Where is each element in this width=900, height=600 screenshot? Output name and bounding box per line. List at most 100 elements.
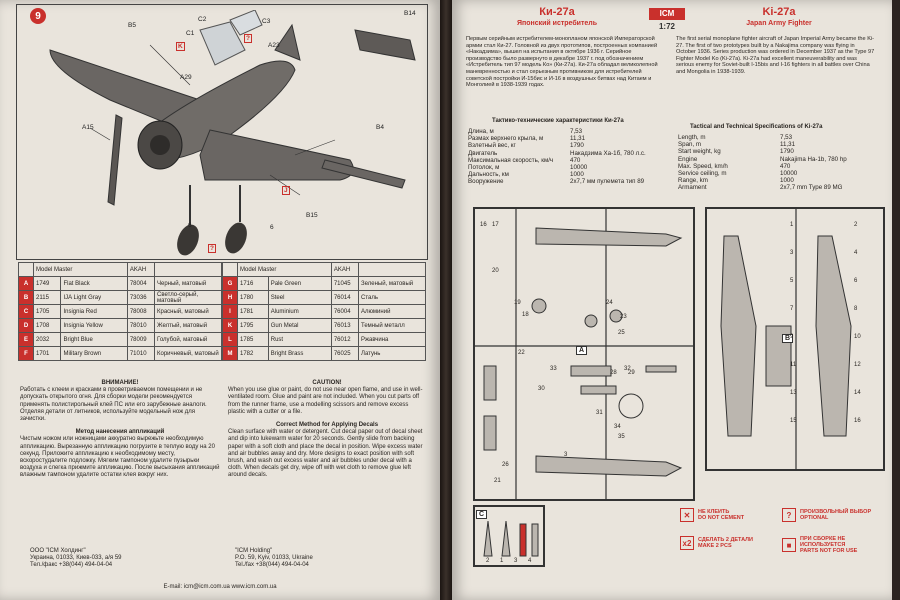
spec-name: Armament: [678, 184, 707, 192]
paint-name-ru: Алюминий: [358, 304, 426, 319]
spec-value: 11,31: [780, 141, 796, 149]
paint-code: C: [18, 304, 34, 319]
sprue-part-number: 34: [614, 424, 621, 430]
sprue-part-number: 3: [564, 452, 568, 458]
paint-akah-number: 71010: [126, 346, 156, 361]
sprue-part-number: 19: [514, 300, 521, 306]
sprue-part-number: 15: [790, 418, 797, 424]
propeller: [107, 114, 123, 206]
ru-intro: Первым серийным истребителем-монопланом …: [466, 36, 658, 89]
paint-name: Aluminium: [267, 304, 332, 319]
legend-text-ru: СДЕЛАТЬ 2 ДЕТАЛИ: [698, 537, 753, 543]
legend-symbol-icon: x2: [680, 536, 694, 550]
paint-name-ru: Красный, матовый: [154, 304, 222, 319]
sprue-part-number: 25: [618, 330, 625, 336]
spec-name: Service ceiling, m: [678, 170, 727, 178]
footer-email: E-mail: icm@icm.com.ua www.icm.com.ua: [163, 584, 277, 590]
part-label: B5: [128, 22, 136, 29]
sprue-part-number: 20: [492, 268, 499, 274]
sprue-part-number: 31: [596, 410, 603, 416]
legend-symbol-icon: ✕: [680, 508, 694, 522]
sprue-part-number: 18: [522, 312, 529, 318]
paint-code: D: [18, 318, 34, 333]
en-decal-title: Correct Method for Applying Decals: [275, 422, 379, 429]
paint-name-ru: Латунь: [358, 346, 426, 361]
en-caution-title: CAUTION!: [312, 380, 342, 386]
spec-value: 11,31: [570, 135, 586, 143]
paint-mm-number: 1705: [32, 304, 62, 319]
legend-text-ru: ПРИ СБОРКЕ НЕ ИСПОЛЬЗУЕТСЯ: [800, 536, 846, 548]
wheel: [177, 224, 199, 256]
paint-akah-number: 71045: [330, 276, 360, 291]
sprue-part-number: 3: [790, 250, 794, 256]
paint-name: Rust: [267, 332, 332, 347]
paint-code: A: [18, 276, 34, 291]
sprue-part-number: 29: [628, 370, 635, 376]
header-akah: AKAH: [126, 262, 156, 277]
sprue-part-number: 14: [854, 390, 861, 396]
sprue-part-number: 2: [486, 558, 490, 564]
paint-name-ru: Темный металл: [358, 318, 426, 333]
spec-row: Engine Nakajima Ha-1b, 780 hp: [676, 156, 849, 163]
tail-fin: [274, 23, 301, 61]
paint-akah-number: 78008: [126, 304, 156, 319]
fuselage-half-a: [535, 227, 683, 247]
ru-decal-text: Чистым ножом или ножницами аккуратно выр…: [20, 436, 220, 479]
sprue-part-number: 10: [854, 334, 861, 340]
paint-code: K: [222, 318, 238, 333]
paint-name-ru: Ржавчина: [358, 332, 426, 347]
spec-name: Двигатель: [468, 149, 498, 157]
ru-instructions: ВНИМАНИЕ! Работать с клеем и красками в …: [20, 380, 220, 480]
sprue-part-number: 8: [854, 306, 858, 312]
sprue-part-number: 2: [854, 222, 858, 228]
canopy-part: [199, 21, 246, 66]
paint-table-header: Model Master AKAH: [222, 262, 426, 277]
spec-name: Span, m: [678, 141, 702, 149]
sprue-part-number: 5: [790, 278, 794, 284]
spec-value: Nakajima Ha-1b, 780 hp: [780, 155, 847, 163]
sprue-part-number: 24: [606, 300, 613, 306]
sprue-part-number: 4: [528, 558, 532, 564]
spec-value: 1790: [570, 142, 584, 150]
right-wing: [199, 129, 354, 181]
en-specs-title: Tactical and Technical Specifications of…: [690, 124, 823, 130]
paint-name: Insignia Yellow: [60, 318, 128, 333]
paint-name-ru: Зеленый, матовый: [358, 276, 426, 291]
scale-label: 1:72: [658, 22, 675, 31]
paint-mm-number: 1701: [32, 346, 62, 361]
sprue-part-number: 28: [610, 370, 617, 376]
sprue-part-number: 9: [790, 334, 794, 340]
sprue-b-frame: [705, 207, 885, 471]
sprue-part-number: 17: [492, 222, 499, 228]
sprue-part-number: 7: [790, 306, 794, 312]
legend-symbol-icon: ■: [782, 538, 796, 552]
paint-name: Gun Metal: [267, 318, 332, 333]
paint-code: M: [222, 346, 238, 361]
paint-akah-number: 76014: [330, 290, 360, 305]
paint-name: Bright Brass: [267, 346, 332, 361]
spec-value: 7,53: [570, 128, 583, 135]
wheel: [225, 222, 247, 254]
canopy-part: [229, 10, 263, 36]
paint-akah-number: 78004: [126, 276, 156, 291]
part-label: B15: [306, 212, 318, 219]
spec-name: Дальность, км: [468, 171, 509, 179]
sprue-part-number: 3: [514, 558, 518, 564]
spec-value: 7,53: [780, 134, 793, 141]
legend-text-ru: ПРОИЗВОЛЬНЫЙ ВЫБОР: [800, 509, 872, 515]
spec-name: Engine: [678, 155, 698, 163]
spec-value: Накадзима Ха-1б, 780 л.с.: [570, 149, 646, 157]
spec-name: Max. Speed, km/h: [678, 162, 728, 170]
